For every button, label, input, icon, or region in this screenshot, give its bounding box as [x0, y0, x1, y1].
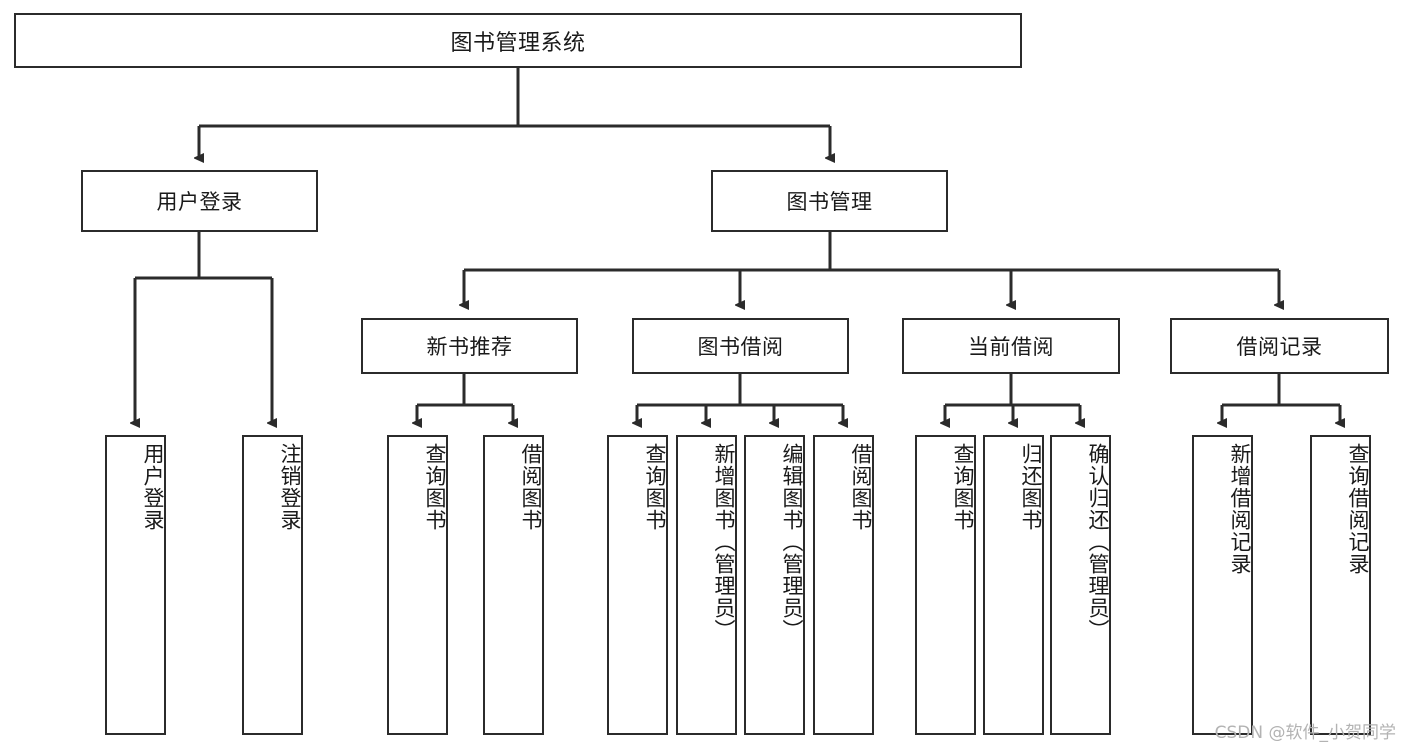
node-leaf-user-login-label: 用户登录 — [141, 443, 165, 531]
node-leaf-return-book-label: 归还图书 — [1019, 443, 1043, 531]
node-leaf-return-book[interactable]: 归还图书 — [983, 435, 1044, 735]
node-leaf-query-book-cur-label: 查询图书 — [951, 443, 975, 531]
node-leaf-user-logout-label: 注销登录 — [278, 443, 302, 531]
node-book-borrow[interactable]: 图书借阅 — [632, 318, 849, 374]
node-book-manage-label: 图书管理 — [786, 190, 873, 214]
node-leaf-query-book-borrow[interactable]: 查询图书 — [607, 435, 668, 735]
node-leaf-user-login[interactable]: 用户登录 — [105, 435, 166, 735]
node-leaf-borrow-book-rec-label: 借阅图书 — [519, 443, 543, 531]
node-leaf-add-book[interactable]: 新增图书（管理员） — [676, 435, 737, 735]
node-root-label: 图书管理系统 — [450, 30, 586, 56]
node-leaf-query-book-rec-label: 查询图书 — [423, 443, 447, 531]
node-leaf-edit-book[interactable]: 编辑图书（管理员） — [744, 435, 805, 735]
node-user-login-label: 用户登录 — [156, 190, 243, 214]
node-leaf-user-logout[interactable]: 注销登录 — [242, 435, 303, 735]
node-book-borrow-label: 图书借阅 — [697, 335, 784, 359]
node-leaf-query-book-rec[interactable]: 查询图书 — [387, 435, 448, 735]
node-leaf-borrow-book-rec[interactable]: 借阅图书 — [483, 435, 544, 735]
node-borrow-record[interactable]: 借阅记录 — [1170, 318, 1389, 374]
node-leaf-query-record-label: 查询借阅记录 — [1346, 443, 1370, 575]
node-leaf-add-record[interactable]: 新增借阅记录 — [1192, 435, 1253, 735]
node-new-book-rec-label: 新书推荐 — [426, 335, 513, 359]
node-current-borrow-label: 当前借阅 — [968, 335, 1054, 359]
node-leaf-confirm-return-label: 确认归还（管理员） — [1086, 443, 1110, 641]
node-leaf-query-book-cur[interactable]: 查询图书 — [915, 435, 976, 735]
node-leaf-confirm-return[interactable]: 确认归还（管理员） — [1050, 435, 1111, 735]
node-root[interactable]: 图书管理系统 — [14, 13, 1022, 68]
node-current-borrow[interactable]: 当前借阅 — [902, 318, 1120, 374]
node-leaf-edit-book-label: 编辑图书（管理员） — [780, 443, 804, 641]
node-new-book-rec[interactable]: 新书推荐 — [361, 318, 578, 374]
node-leaf-borrow-book[interactable]: 借阅图书 — [813, 435, 874, 735]
watermark-text: CSDN @软件_小贺同学 — [1214, 723, 1396, 743]
node-leaf-borrow-book-label: 借阅图书 — [849, 443, 873, 531]
node-leaf-query-book-borrow-label: 查询图书 — [643, 443, 667, 531]
node-borrow-record-label: 借阅记录 — [1236, 335, 1323, 359]
node-book-manage[interactable]: 图书管理 — [711, 170, 948, 232]
node-leaf-add-record-label: 新增借阅记录 — [1228, 443, 1252, 575]
node-leaf-add-book-label: 新增图书（管理员） — [712, 443, 736, 641]
node-user-login[interactable]: 用户登录 — [81, 170, 318, 232]
node-leaf-query-record[interactable]: 查询借阅记录 — [1310, 435, 1371, 735]
